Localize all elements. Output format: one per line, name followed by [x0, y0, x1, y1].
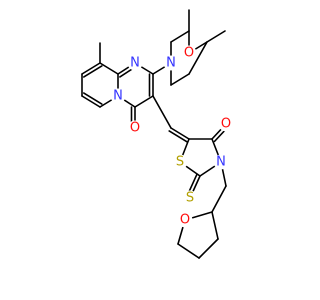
bond-cm3-cm4: [188, 41, 208, 75]
atom-label-s_thione: S: [186, 191, 194, 206]
bond-c2-c3: [148, 73, 154, 97]
atom-label-n_ring_imine: N: [130, 56, 140, 71]
atom-label-o_morpholine: O: [184, 46, 194, 61]
atom-background-n_ring_imine: [127, 55, 143, 71]
atom-label-n_morpholine: N: [166, 56, 176, 71]
bond-ch2-cthf: [211, 185, 227, 213]
bond-cm4-cm5: [170, 73, 190, 86]
bond-c3-c4: [134, 95, 154, 108]
atom-label-n_bridgehead: N: [113, 89, 123, 104]
atom-background-n_bridgehead: [110, 88, 126, 104]
atom-background-o_thf: [177, 212, 193, 228]
atom-label-n_thiazolidine: N: [216, 155, 226, 170]
bond-c8-c9: [81, 62, 103, 78]
atom-label-s_ring: S: [176, 155, 184, 170]
atom-label-o_pyrimidone: O: [130, 121, 140, 136]
atom-background-o_pyrimidone: [127, 120, 143, 136]
bond-cm1-cm2: [170, 30, 190, 43]
bond-cthf-cf1: [211, 211, 219, 240]
bond-cm3-me6: [206, 30, 226, 43]
atom-background-n_morpholine: [163, 55, 179, 71]
atom-label-o_thf: O: [180, 213, 190, 228]
atom-background-s_ring: [172, 154, 188, 170]
atom-label-o_thiazolidinone: O: [221, 117, 231, 132]
bond-lines: [81, 9, 230, 259]
atom-background-o_morpholine: [181, 45, 197, 61]
bond-cex-c5: [168, 127, 190, 143]
bond-cf2-cf3: [177, 243, 200, 259]
bond-cf1-cf2: [198, 238, 219, 259]
atom-background-o_thiazolidinone: [218, 116, 234, 132]
atom-background-n_thiazolidine: [213, 154, 229, 170]
bond-c6-c7: [81, 92, 103, 108]
bond-c9-c9a: [99, 62, 119, 75]
atom-background-s_thione: [182, 190, 198, 206]
bond-c3-cex: [152, 95, 172, 129]
